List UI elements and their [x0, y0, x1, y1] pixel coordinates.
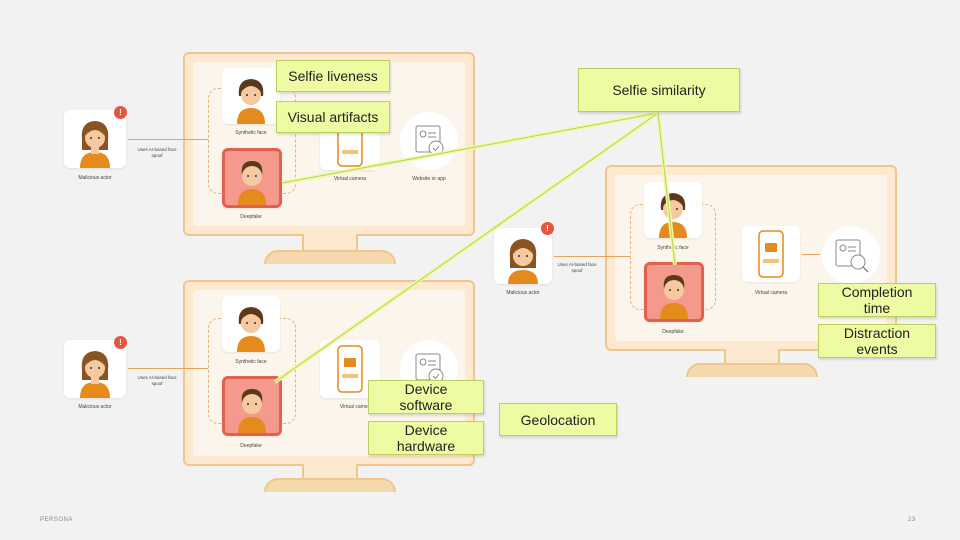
virtual-camera-label: Virtual camera [754, 290, 788, 296]
label-selfie-similarity: Selfie similarity [578, 68, 740, 112]
website-icon [822, 226, 880, 284]
label-geolocation: Geolocation [499, 403, 617, 436]
label-visual-artifacts: Visual artifacts [276, 101, 390, 133]
synthetic-face-card [222, 68, 280, 124]
virtual-camera-label: Virtual camera [339, 404, 373, 410]
spoof-label: Uses AI-based face spoof [557, 262, 597, 273]
actor-avatar [64, 110, 126, 168]
label-distraction-events: Distraction events [818, 324, 936, 358]
synthetic-face-label: Synthetic face [235, 130, 267, 136]
virtual-camera-card [742, 226, 800, 282]
page-number: 23 [908, 517, 916, 523]
label-selfie-liveness: Selfie liveness [276, 60, 390, 92]
website-label: Website or app [412, 176, 446, 182]
alert-badge: ! [114, 106, 127, 119]
label-device-hardware: Device hardware [368, 421, 484, 455]
actor-avatar [64, 340, 126, 398]
deepfake-card [222, 376, 282, 436]
deepfake-label: Deepfake [240, 443, 262, 449]
alert-badge: ! [114, 336, 127, 349]
deepfake-label: Deepfake [662, 329, 684, 335]
synthetic-face-card [222, 296, 280, 352]
deepfake-label: Deepfake [240, 214, 262, 220]
label-completion-time: Completion time [818, 283, 936, 317]
actor-label: Malicious actor [78, 404, 112, 410]
website-icon [400, 112, 458, 170]
deepfake-card [222, 148, 282, 208]
flow-arrow [128, 368, 208, 369]
label-device-software: Device software [368, 380, 484, 414]
alert-badge: ! [541, 222, 554, 235]
synthetic-face-label: Synthetic face [235, 359, 267, 365]
actor-label: Malicious actor [78, 175, 112, 181]
spoof-label: Uses AI-based face spoof [137, 375, 177, 386]
spoof-label: Uses AI-based face spoof [137, 147, 177, 158]
footer-brand: PERSONA [40, 517, 73, 523]
actor-label: Malicious actor [506, 290, 540, 296]
flow-arrow [554, 256, 630, 257]
actor-avatar [494, 228, 552, 284]
flow-arrow [802, 254, 820, 255]
virtual-camera-label: Virtual camera [333, 176, 367, 182]
flow-arrow [128, 139, 208, 140]
